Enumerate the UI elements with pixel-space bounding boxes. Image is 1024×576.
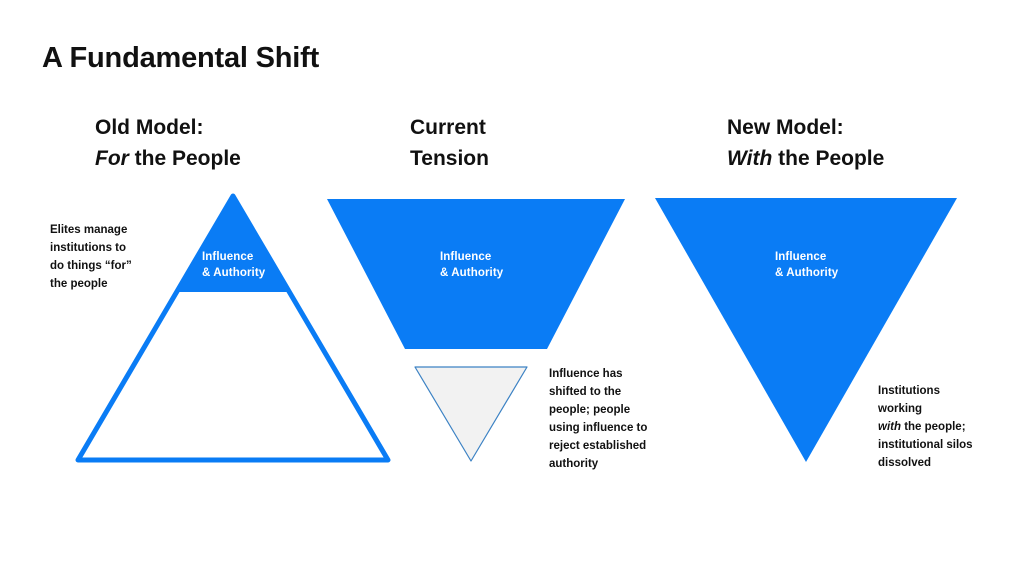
column-heading-old-model: Old Model: For the People xyxy=(95,112,241,174)
shape-current-tension xyxy=(327,199,625,462)
column-heading-new-model: New Model: With the People xyxy=(727,112,884,174)
inverted-trapezoid-fill xyxy=(327,199,625,349)
heading-line-2: For the People xyxy=(95,143,241,174)
heading-line-2: With the People xyxy=(727,143,884,174)
annotation-prefix: Institutions working xyxy=(878,385,940,415)
page-title: A Fundamental Shift xyxy=(42,42,320,74)
annotation-new-model: Institutions working with the people; in… xyxy=(878,383,994,473)
heading-rest: the People xyxy=(128,147,241,171)
annotation-current-tension: Influence has shifted to the people; peo… xyxy=(549,368,648,470)
annotation-suffix: the people; institutional silos dissolve… xyxy=(878,420,973,469)
shape-old-model-pyramid xyxy=(75,193,391,463)
small-inverted-triangle-outline xyxy=(414,366,528,462)
annotation-emphasis: with xyxy=(878,420,901,433)
shape-label-new-model: Influence & Authority xyxy=(775,251,839,280)
inverted-triangle-fill xyxy=(655,198,957,462)
shape-label-old-model: Influence & Authority xyxy=(202,251,266,280)
heading-line-1: Old Model: xyxy=(95,116,204,139)
heading-rest: the People xyxy=(772,147,885,171)
heading-line-1: Current xyxy=(410,116,486,139)
shape-new-model-inverted-triangle xyxy=(655,198,957,462)
shape-label-current-tension: Influence & Authority xyxy=(440,251,504,280)
heading-line-1: New Model: xyxy=(727,116,844,139)
pyramid-apex-cap-fill xyxy=(175,195,291,292)
heading-emphasis: For xyxy=(95,147,129,171)
pyramid-body-outline xyxy=(75,193,391,463)
heading-emphasis: With xyxy=(727,147,773,171)
column-heading-current-tension: Current Tension xyxy=(410,112,489,174)
annotation-old-model: Elites manage institutions to do things … xyxy=(50,224,132,290)
heading-line-2: Tension xyxy=(410,147,489,171)
